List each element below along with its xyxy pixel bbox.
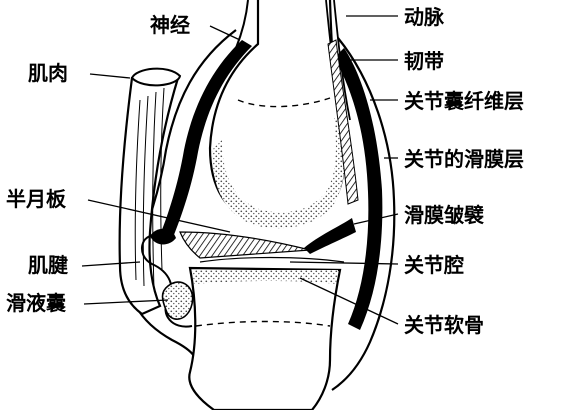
label-joint-cavity: 关节腔: [404, 253, 464, 277]
label-synovial-membrane: 关节的滑膜层: [404, 147, 524, 171]
label-bursa: 滑液囊: [6, 291, 66, 315]
synovial-fold: [304, 218, 356, 254]
label-muscle: 肌肉: [28, 61, 68, 85]
synovial-layer-right: [334, 48, 383, 330]
tibia-cartilage: [192, 270, 338, 284]
label-synovial-fold: 滑膜皱襞: [404, 203, 484, 227]
tibia-epiphyseal-line: [195, 320, 331, 327]
muscle-body: [118, 76, 180, 316]
label-nerve: 神经: [150, 13, 190, 37]
muscle-end-cap: [130, 67, 182, 87]
ligament-band: [327, 39, 359, 205]
bursa-sac: [161, 281, 194, 320]
label-cartilage: 关节软骨: [404, 313, 484, 337]
joint-cavity-space: [199, 256, 345, 263]
femur-epiphyseal-line: [237, 97, 331, 108]
muscle-fibers: [134, 87, 165, 291]
leader-lines: [81, 15, 399, 325]
label-meniscus: 半月板: [6, 187, 66, 211]
meniscus-wedge: [179, 231, 311, 259]
label-ligament: 韧带: [404, 49, 444, 73]
label-fibrous-capsule: 关节囊纤维层: [404, 89, 524, 113]
tendon-dark-upper: [150, 228, 176, 245]
fibrous-capsule-outline-right: [331, 37, 396, 391]
label-artery: 动脉: [404, 5, 444, 29]
label-tendon: 肌腱: [28, 253, 68, 277]
tibia-bone: [188, 266, 342, 410]
tendon-loop: [141, 234, 193, 328]
nerve-fiber: [235, 0, 249, 49]
synovial-layer-left: [160, 40, 252, 240]
